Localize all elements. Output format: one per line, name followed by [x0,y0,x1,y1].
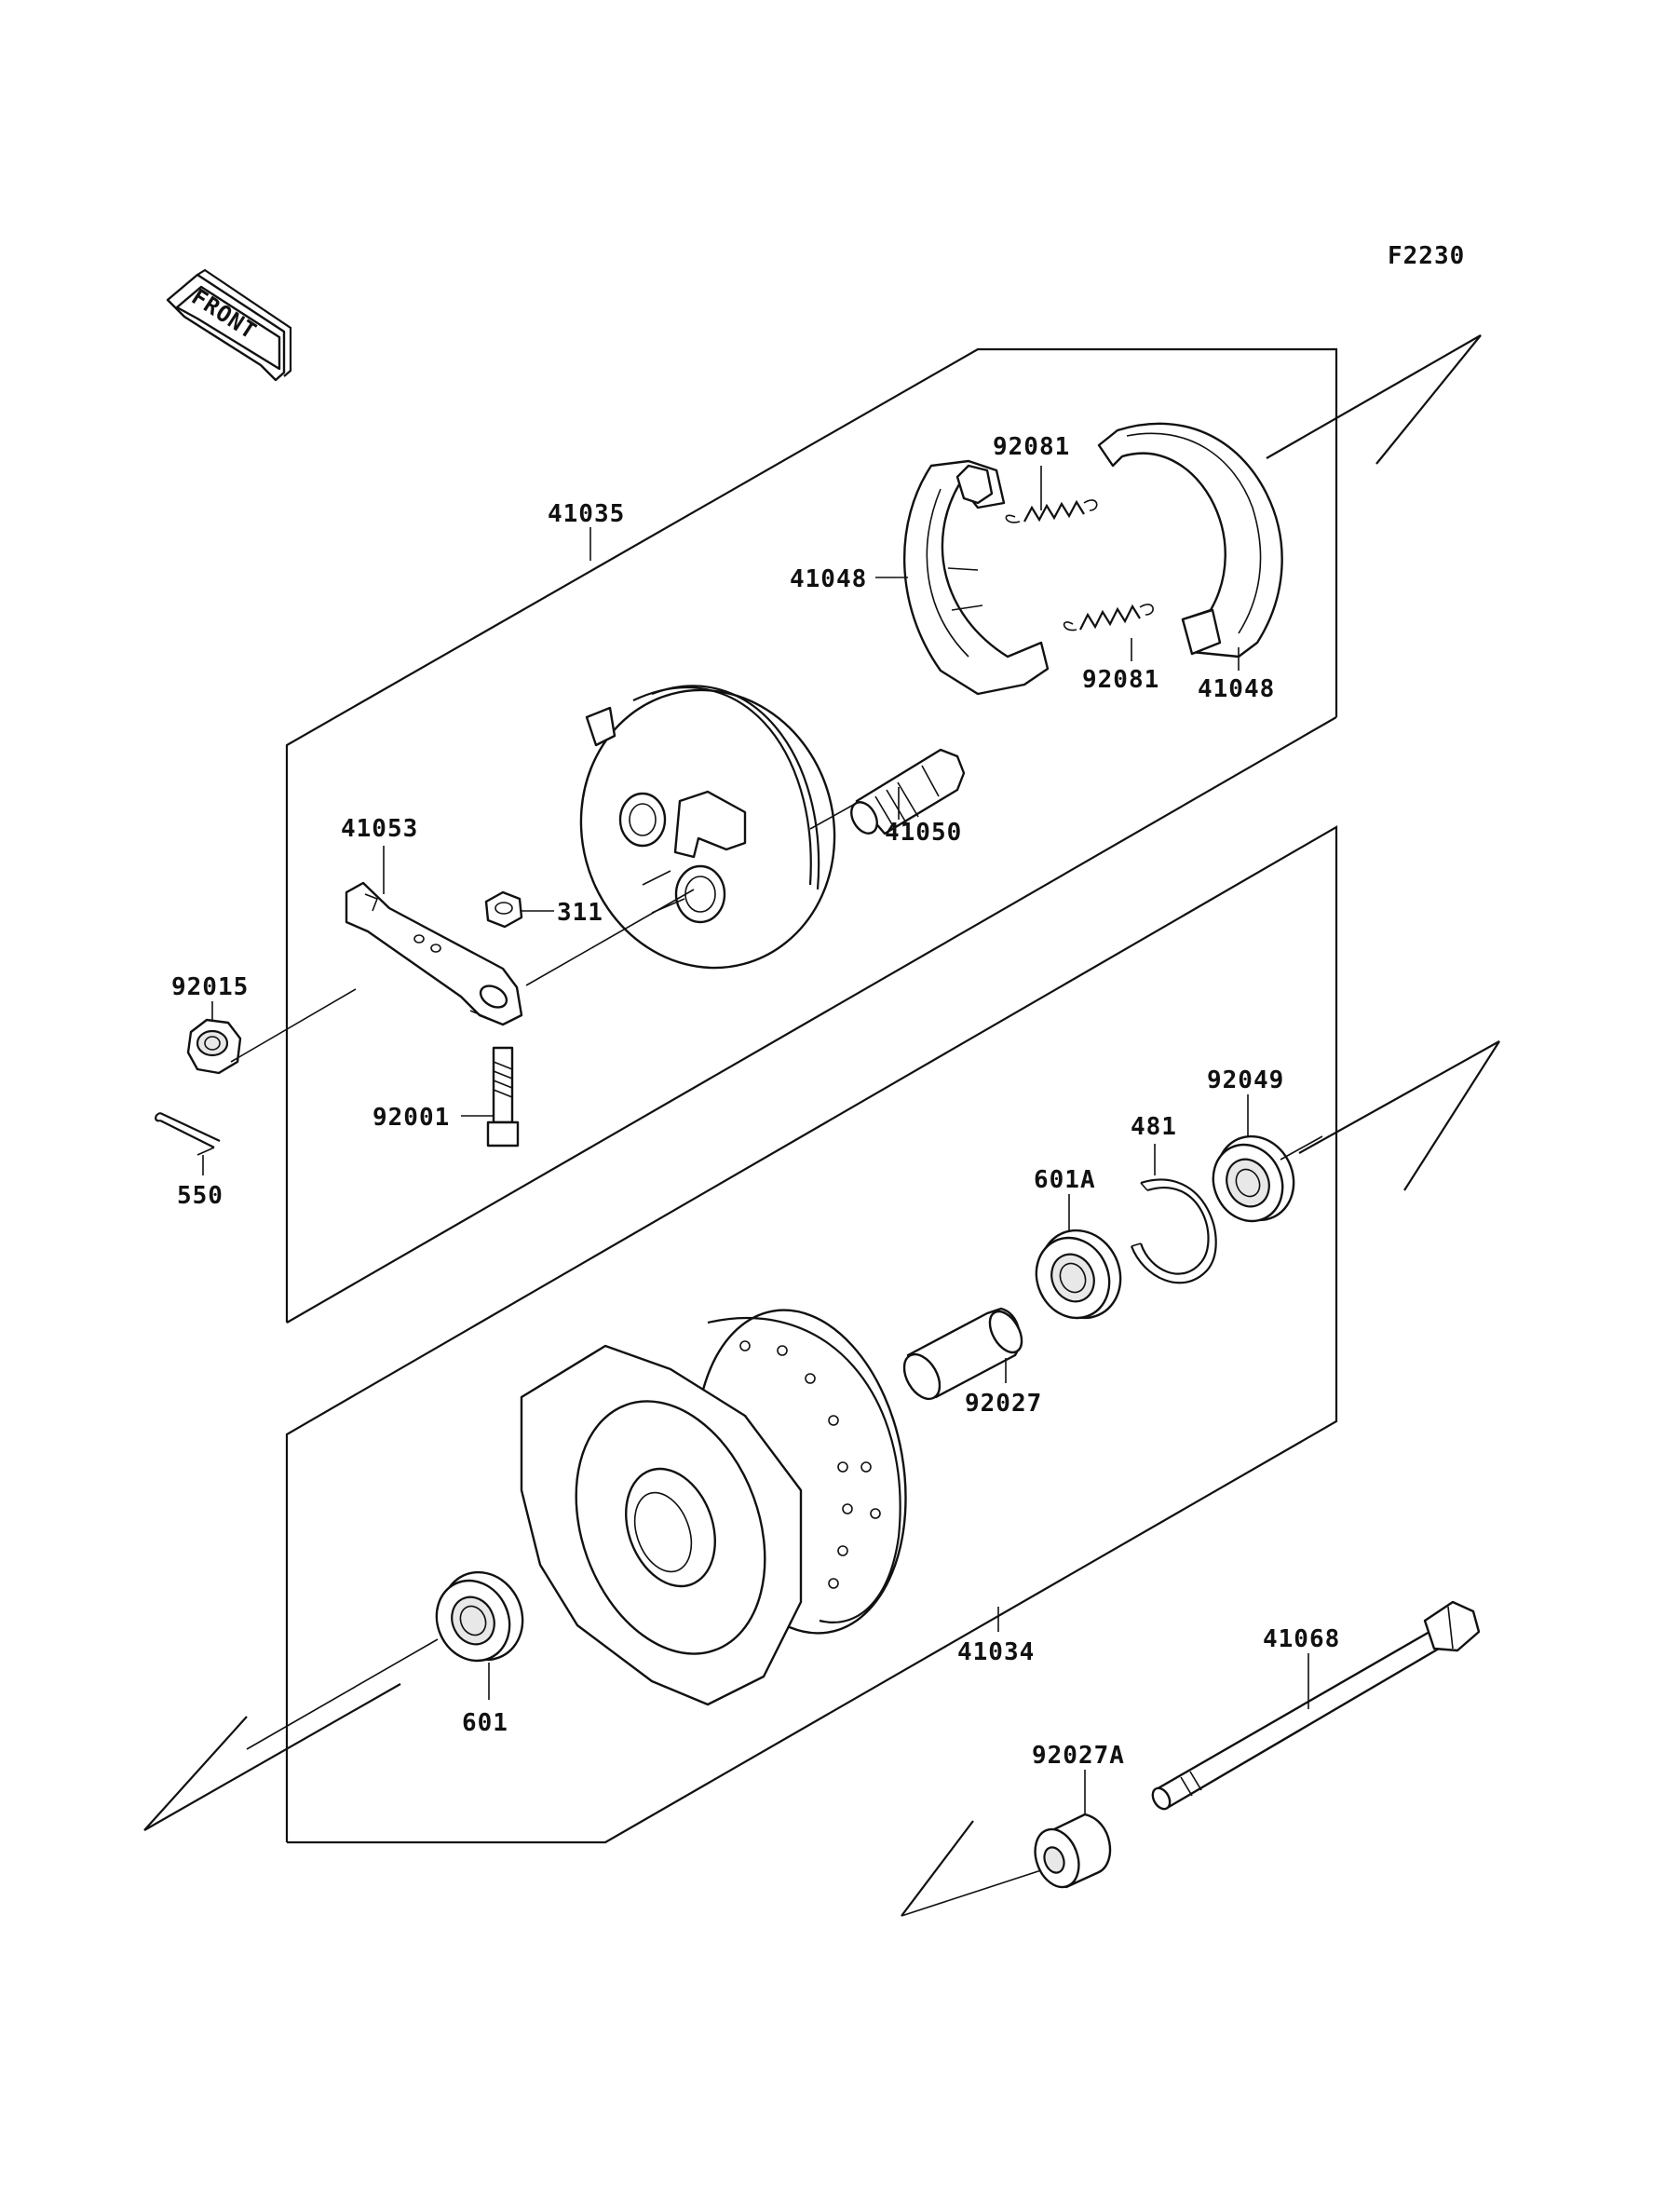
bolt-92001 [486,1046,520,1148]
wheel-hub [520,1309,907,1706]
part-label-550: 550 [177,1182,224,1210]
part-label-41035: 41035 [548,500,625,528]
part-label-41053: 41053 [341,815,418,843]
part-label-92081-lower: 92081 [1082,666,1159,694]
collar-92027A [1034,1813,1112,1889]
brake-panel [579,685,836,970]
part-label-92015: 92015 [171,973,249,1001]
hub-box [143,825,1500,1844]
nut-92015 [186,1018,242,1075]
center-lines [230,802,1323,1917]
part-label-41034: 41034 [957,1638,1035,1666]
hub-spoke-holes [739,1340,881,1589]
spring-upper [1005,499,1098,523]
part-label-92027A: 92027A [1032,1742,1125,1770]
oil-seal-92049 [1212,1134,1295,1223]
nut-311 [484,890,523,929]
part-label-41050: 41050 [885,819,962,847]
part-label-92049: 92049 [1207,1066,1284,1094]
axle-41068 [1151,1600,1481,1811]
part-label-92001: 92001 [373,1104,450,1132]
part-label-92027: 92027 [965,1390,1042,1418]
part-label-41048-left: 41048 [790,565,867,593]
part-label-481: 481 [1131,1113,1177,1141]
brake-panel-box [285,334,1482,1324]
part-label-601: 601 [462,1709,508,1737]
part-label-41048-right: 41048 [1198,675,1275,703]
part-label-311: 311 [557,899,603,927]
brake-cam [850,748,966,835]
cotter-pin [155,1111,221,1156]
part-label-601A: 601A [1034,1166,1096,1194]
part-label-41068: 41068 [1263,1625,1340,1653]
brake-shoe-right [1097,422,1283,659]
brake-lever [345,881,523,1026]
spring-lower [1063,604,1154,631]
brake-shoe-left [903,459,1050,696]
bearing-601A [1035,1229,1122,1320]
spacer-92027 [902,1307,1023,1401]
leader-lines [202,466,1309,1814]
front-arrow-icon: FRONT [166,268,292,382]
part-label-92081-upper: 92081 [993,433,1070,461]
figure-code: F2230 [1388,242,1465,270]
bearing-601 [435,1570,524,1663]
circlip-481 [1130,1178,1217,1284]
